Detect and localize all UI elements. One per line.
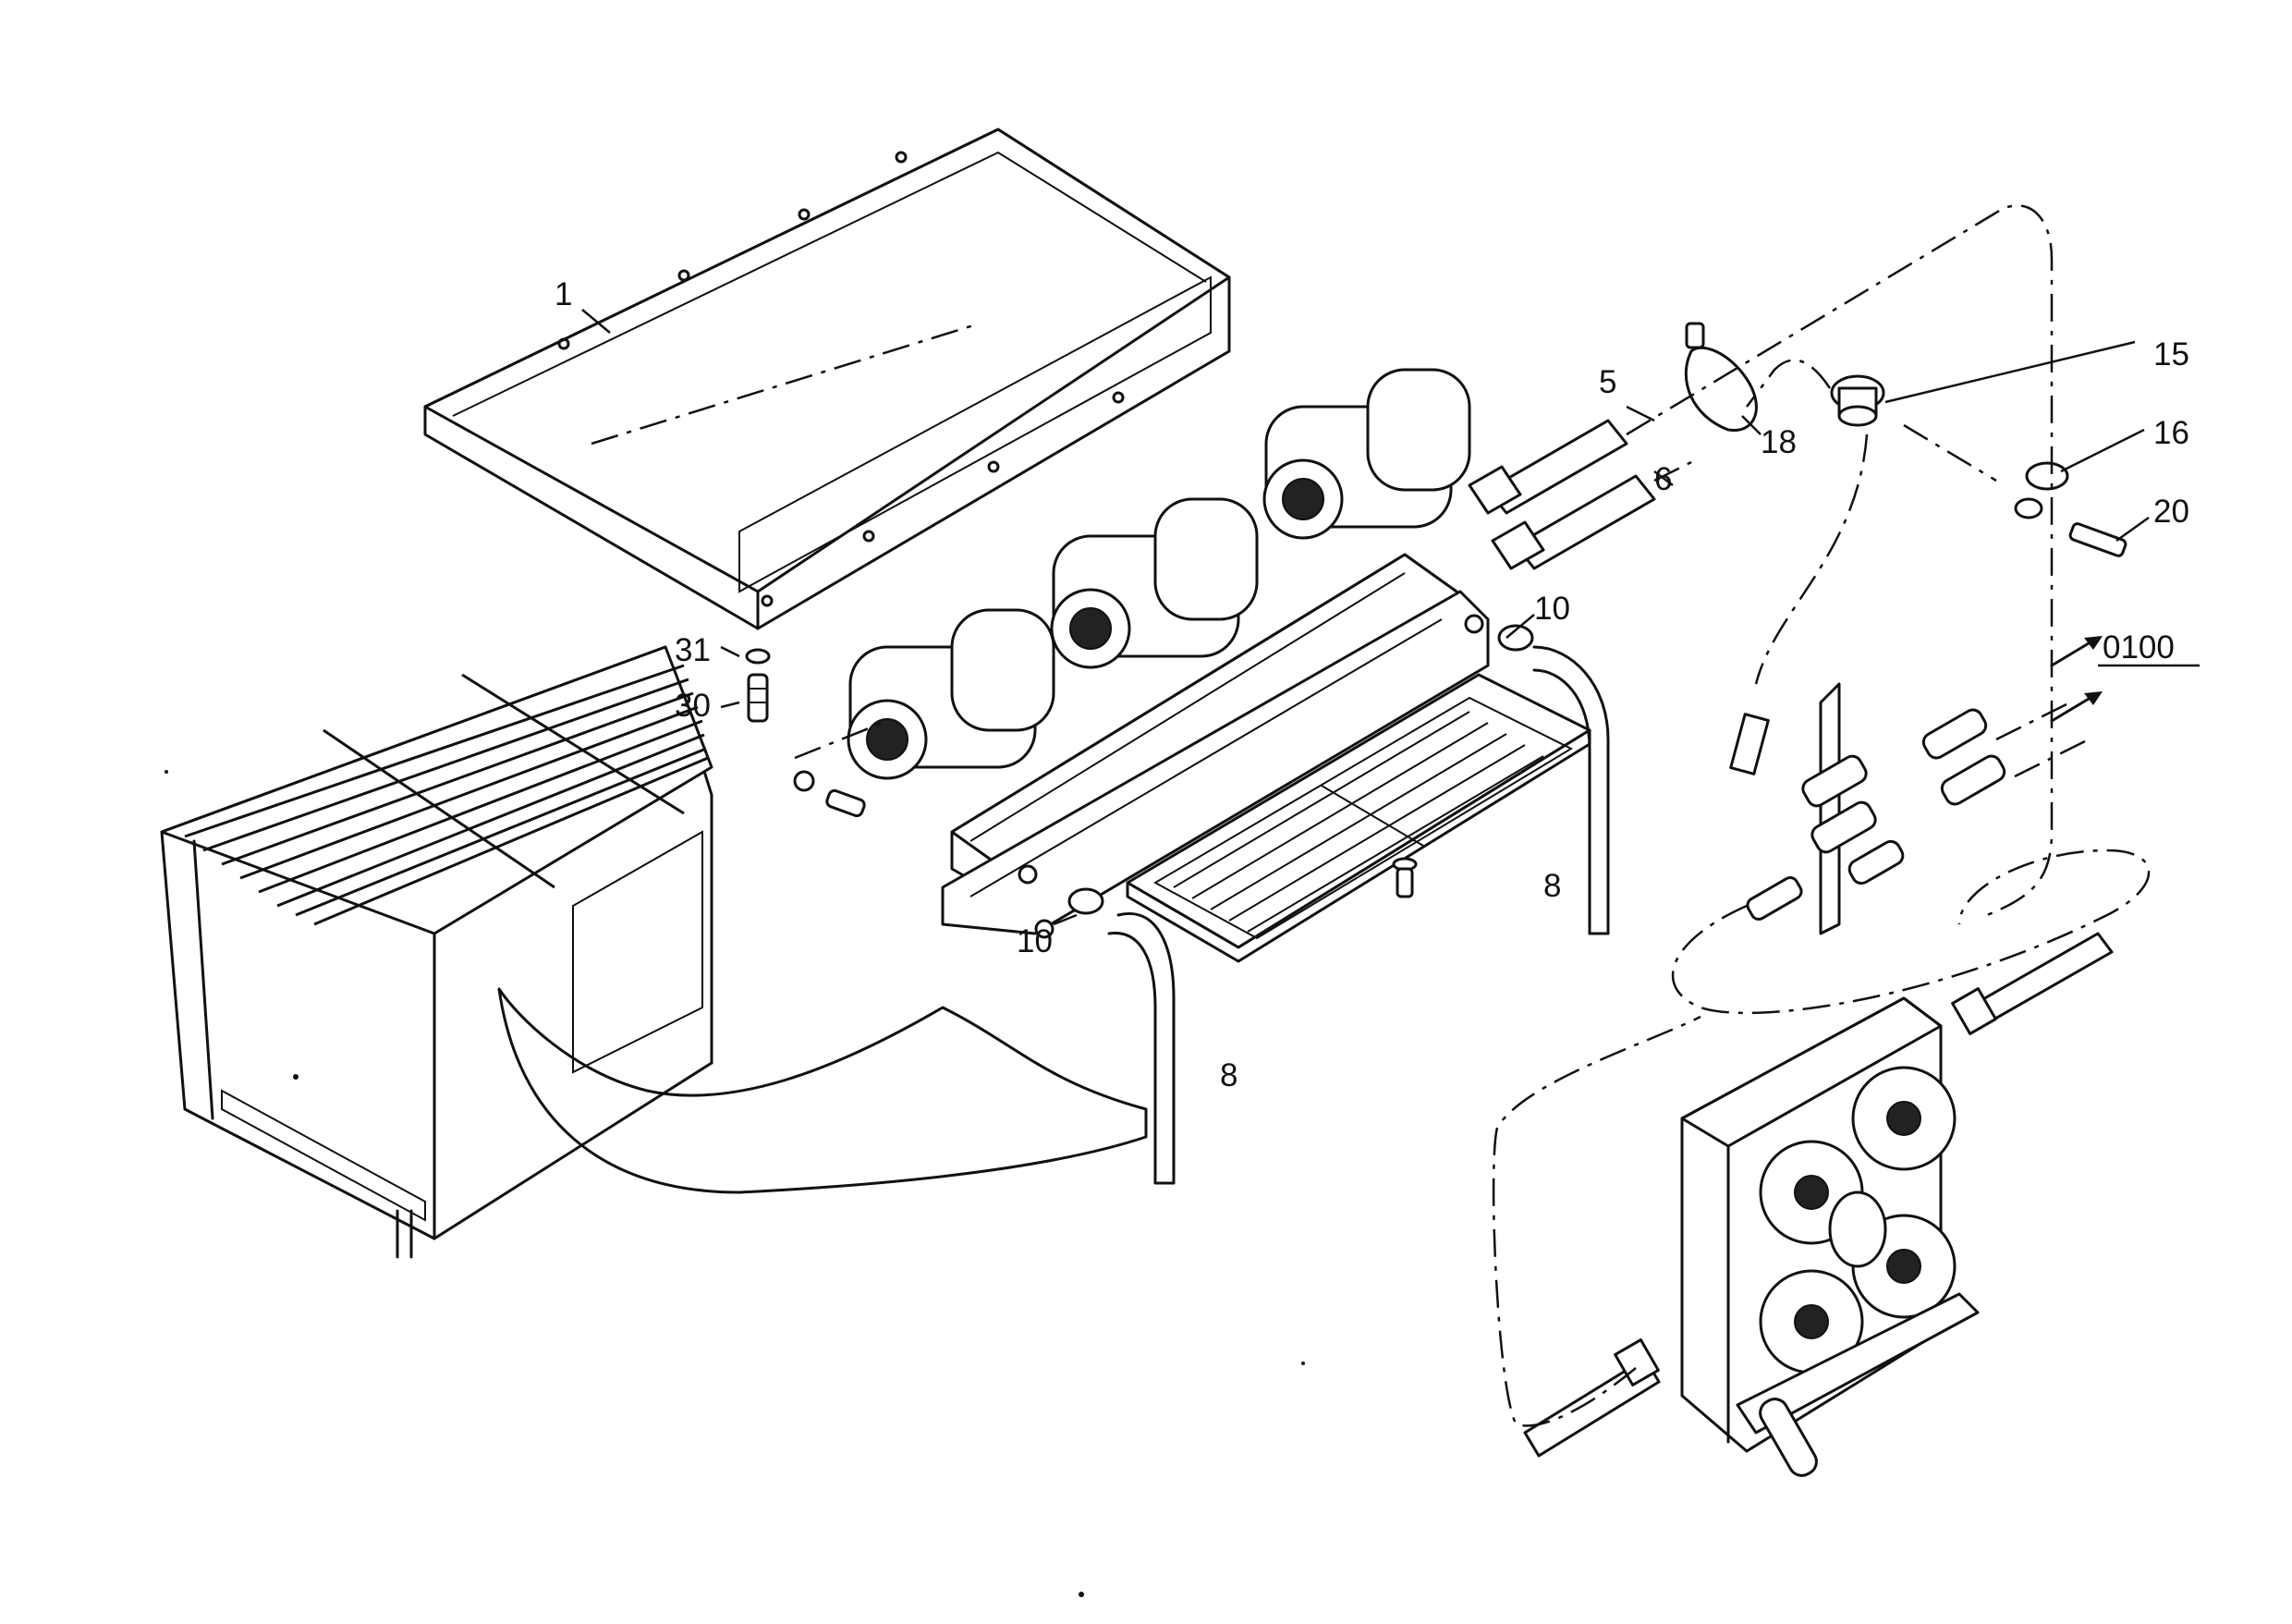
callout-30: 30 — [675, 688, 711, 724]
reference-0100: 0100 — [2103, 629, 2175, 665]
hose-clamp-left — [1067, 887, 1104, 915]
flow-arrows — [2050, 636, 2103, 723]
heater-core-housing — [941, 553, 1490, 939]
drain-hose-right — [1532, 645, 1610, 935]
scan-specks — [165, 770, 1305, 1597]
callout-6: 6 — [1654, 461, 1672, 497]
screw-and-washer — [745, 648, 771, 723]
condenser-outlet-line — [1523, 1338, 1661, 1458]
clip-15 — [1830, 374, 1885, 427]
callout-labels: 1 5 6 8 8 10 10 15 16 18 20 30 31 0100 — [555, 276, 2189, 1093]
callout-18: 18 — [1761, 424, 1797, 460]
hose-fitting-6 — [1491, 474, 1656, 570]
callout-10-upper: 10 — [1534, 591, 1570, 627]
callout-15: 15 — [2153, 336, 2189, 372]
callout-5: 5 — [1599, 364, 1616, 400]
drain-hose-left — [1107, 912, 1176, 1185]
callout-16: 16 — [2153, 415, 2189, 451]
hose-clamp-right — [1497, 624, 1534, 652]
callout-8-upper: 8 — [1543, 868, 1561, 904]
location-pointer — [497, 987, 1148, 1194]
clip-16 — [2014, 461, 2069, 519]
callout-1: 1 — [555, 276, 572, 312]
condenser-assembly — [1680, 996, 1980, 1477]
callout-20: 20 — [2153, 494, 2189, 530]
cab-frame — [160, 645, 713, 1259]
callout-8-lower: 8 — [1220, 1057, 1237, 1093]
blower-unit-middle — [1050, 497, 1259, 669]
blower-unit-right — [1262, 368, 1471, 540]
blower-unit-left — [847, 608, 1055, 780]
filter-screw — [1392, 857, 1418, 898]
hose-fitting-5 — [1468, 419, 1628, 515]
refrigerant-fitting-cluster — [1729, 682, 2006, 935]
leader-lines — [581, 309, 2200, 926]
receiver-drier-line — [1951, 932, 2114, 1035]
screw-20 — [2068, 522, 2127, 557]
side-bolt — [793, 770, 866, 818]
callout-31: 31 — [675, 632, 711, 668]
routing-lines — [591, 204, 2150, 1427]
cable-clamp-18 — [1684, 322, 1758, 432]
callout-10-lower: 10 — [1017, 923, 1053, 959]
top-cover-panel — [423, 128, 1231, 630]
